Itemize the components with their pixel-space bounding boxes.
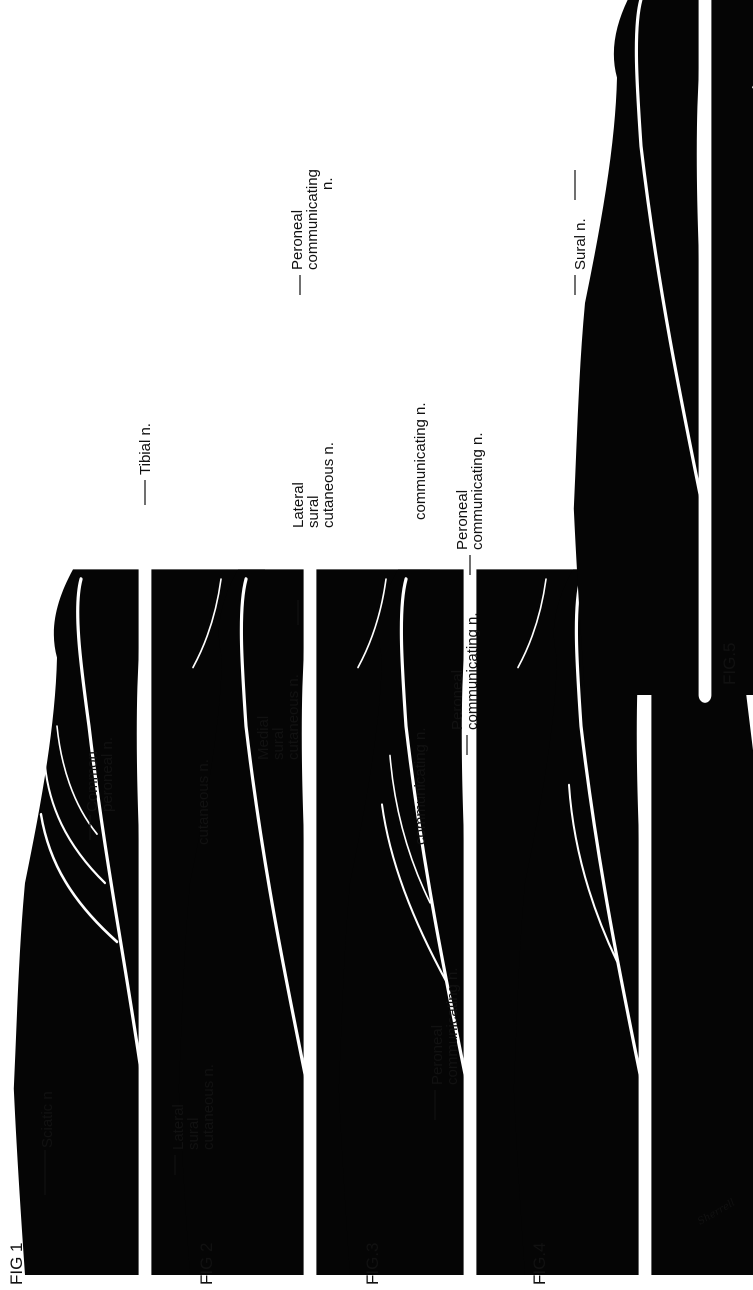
leg-fig5: [574, 0, 753, 695]
label-tibial: Tibial n.: [137, 423, 154, 505]
label-fig2-lateral-sural: cutaneous n.: [195, 759, 212, 845]
svg-text:communicating n.: communicating n.: [444, 967, 461, 1085]
svg-text:Sural n.: Sural n.: [572, 218, 589, 270]
label-fig4-peroneal-comm: communicating n.: [412, 402, 429, 520]
svg-text:Tibial n.: Tibial n.: [137, 423, 154, 475]
svg-text:peroneal n.: peroneal n.: [99, 737, 116, 812]
fig1-label: FIG 1: [7, 1242, 26, 1285]
svg-text:n.: n.: [319, 177, 336, 190]
svg-text:cutaneous n.: cutaneous n.: [320, 442, 337, 528]
label-fig2-peroneal-comm: communicating n.: [412, 727, 429, 845]
label-peroneal-comm-4: Peroneal communicating n.: [289, 169, 336, 295]
label-sciatic: Sciatic n: [39, 1091, 56, 1148]
label-peroneal-comm-3: Peroneal communicating n.: [454, 432, 486, 575]
fig3-label: FIG.3: [363, 1242, 382, 1285]
svg-text:communicating n.: communicating n.: [464, 612, 481, 730]
svg-text:cutaneous n.: cutaneous n.: [285, 674, 302, 760]
fig4-label: FIG.4: [530, 1242, 549, 1285]
fig2-label: FIG 2: [197, 1242, 216, 1285]
label-lateral-sural-3: Lateral sural cutaneous n.: [290, 442, 337, 528]
label-sural: Sural n.: [572, 170, 589, 295]
fig5-label: FIG.5: [720, 642, 739, 685]
svg-text:communicating n.: communicating n.: [469, 432, 486, 550]
svg-text:cutaneous n.: cutaneous n.: [200, 1064, 217, 1150]
